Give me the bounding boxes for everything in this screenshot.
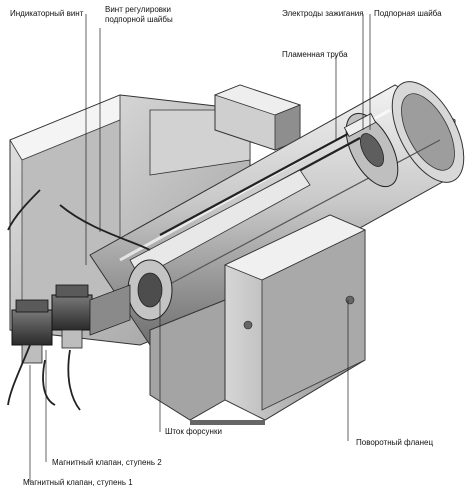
- label-indicator-screw: Индикаторный винт: [10, 9, 84, 18]
- label-solenoid-stage1: Магнитный клапан, ступень 1: [23, 478, 133, 487]
- mounting-block: [213, 84, 302, 151]
- swivel-flange: [224, 214, 366, 421]
- baffle-disc: [345, 112, 399, 188]
- cables: [7, 189, 151, 411]
- label-solenoid-stage2: Магнитный клапан, ступень 2: [52, 458, 162, 467]
- label-swivel-flange: Поворотный фланец: [356, 438, 434, 447]
- leader-lines: [29, 14, 371, 482]
- solenoid-valves: [11, 284, 131, 364]
- label-nozzle-rod: Шток форсунки: [165, 427, 222, 436]
- label-flame-tube: Пламенная труба: [282, 50, 348, 59]
- label-adjust-screw: Винт регулировки подпорной шайбы: [105, 5, 173, 24]
- lower-body: [149, 299, 265, 425]
- solenoid-valve-stage-1: [11, 299, 53, 364]
- label-baffle-disc: Подпорная шайба: [374, 9, 442, 18]
- label-ignition-electrodes: Электроды зажигания: [282, 9, 364, 18]
